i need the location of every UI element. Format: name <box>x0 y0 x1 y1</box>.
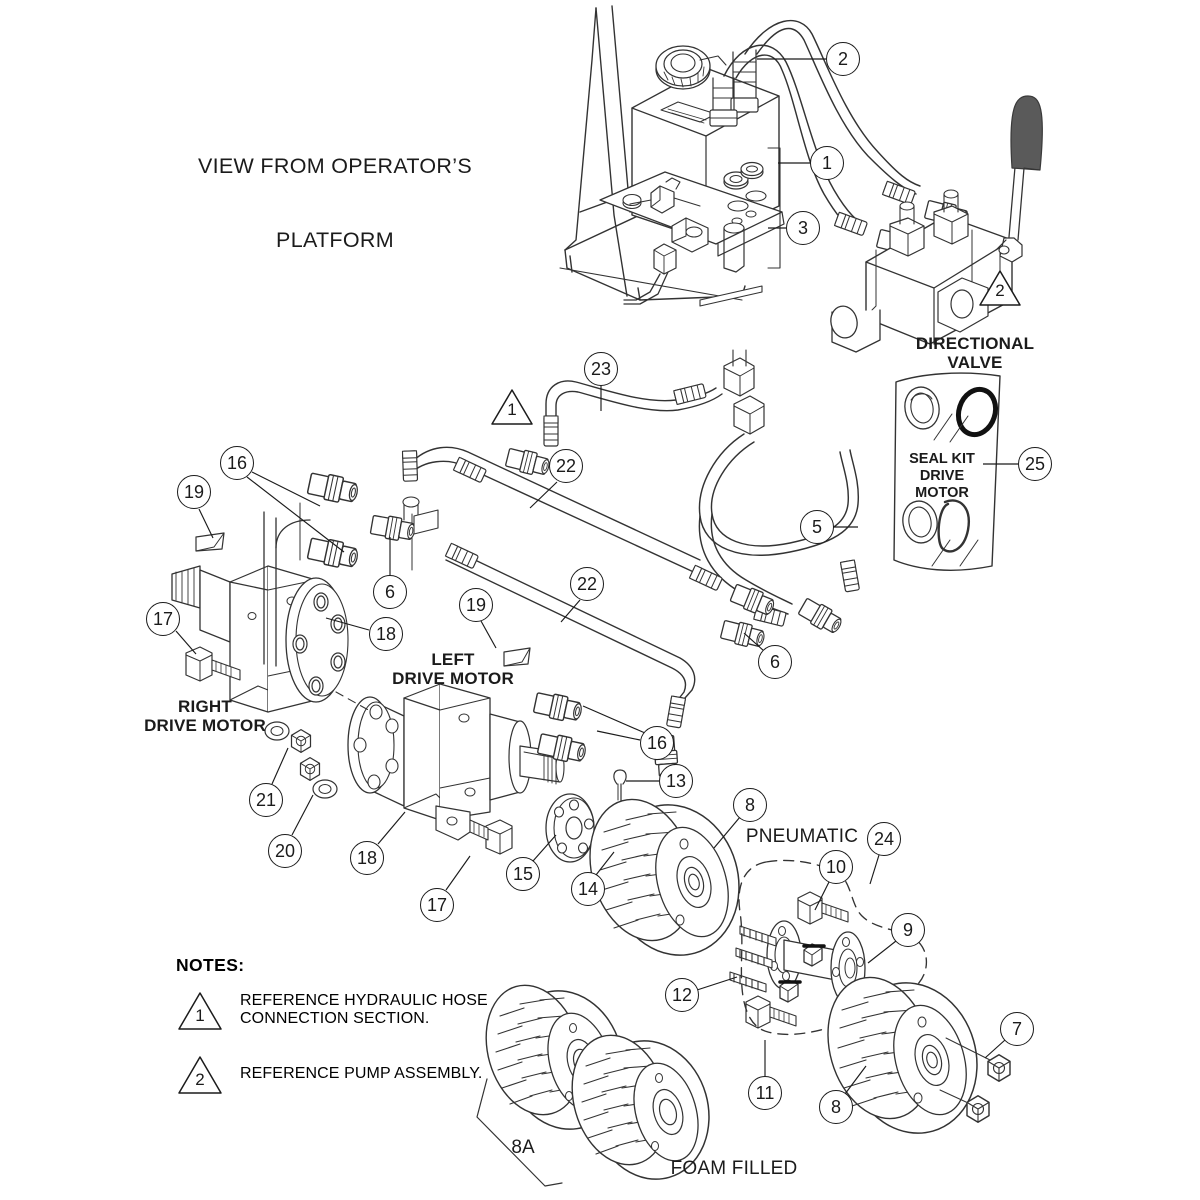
callout-14[interactable]: 14 <box>571 872 605 906</box>
callout-20[interactable]: 20 <box>268 834 302 868</box>
callout-13[interactable]: 13 <box>659 764 693 798</box>
callout-leader-21 <box>271 747 289 785</box>
note-triangle-2-icon: 2 <box>176 1054 224 1096</box>
callout-leader-20 <box>291 794 314 836</box>
callout-17[interactable]: 17 <box>420 888 454 922</box>
left-drive-motor-label-line-2: DRIVE MOTOR <box>392 669 514 689</box>
callout-leader-8 <box>844 1065 867 1095</box>
bracket-id-8a: 8A <box>511 1137 534 1159</box>
callout-8[interactable]: 8 <box>819 1090 853 1124</box>
callout-leader-10 <box>814 881 830 911</box>
callout-leader-16 <box>596 730 641 741</box>
callout-leader-14 <box>595 851 615 876</box>
callout-leader-19 <box>198 508 214 539</box>
bracket-id-8a-line-1: 8A <box>511 1137 535 1158</box>
right-drive-motor-label-line-2: DRIVE MOTOR <box>144 716 266 736</box>
note-flag-1-hose: 1 <box>489 387 535 427</box>
notes-heading: NOTES: <box>176 955 245 975</box>
callout-leader-16 <box>246 476 345 553</box>
callout-leader-15 <box>532 834 557 862</box>
callout-18[interactable]: 18 <box>369 617 403 651</box>
seal-kit-label-line-3: MOTOR <box>915 485 969 502</box>
callout-15[interactable]: 15 <box>506 857 540 891</box>
callout-18[interactable]: 18 <box>350 841 384 875</box>
callout-9[interactable]: 9 <box>891 913 925 947</box>
callout-24[interactable]: 24 <box>867 822 901 856</box>
callout-leader-22 <box>529 481 558 509</box>
callout-leader-17 <box>445 855 471 891</box>
title-line-1: VIEW FROM OPERATOR’S <box>198 154 472 178</box>
callout-17[interactable]: 17 <box>146 602 180 636</box>
callout-22[interactable]: 22 <box>549 449 583 483</box>
seal-kit-label-line-1: SEAL KIT <box>909 451 975 467</box>
callout-25[interactable]: 25 <box>1018 447 1052 481</box>
callout-leader-24 <box>869 854 880 885</box>
left-drive-motor-label-line-1: LEFT <box>431 650 475 669</box>
callout-19[interactable]: 19 <box>459 588 493 622</box>
callout-leader-7 <box>984 1039 1006 1059</box>
directional-valve-label-line-2: VALVE <box>947 353 1003 373</box>
callout-leader-12 <box>696 976 738 991</box>
callout-leader-18 <box>325 617 370 631</box>
pneumatic-label-line-1: PNEUMATIC <box>745 826 859 847</box>
right-drive-motor-label-line-1: RIGHT <box>178 697 232 716</box>
callout-19[interactable]: 19 <box>177 475 211 509</box>
note-flag-1-hose-number: 1 <box>507 400 517 419</box>
foam-filled-label: FOAM FILLED <box>671 1158 798 1180</box>
callout-leader-6 <box>743 632 765 652</box>
callout-leader-22 <box>560 599 581 623</box>
callout-leader-16 <box>582 705 646 734</box>
callout-leader-9 <box>867 940 897 964</box>
callout-leader-8 <box>713 816 741 849</box>
callout-21[interactable]: 21 <box>249 783 283 817</box>
directional-valve-label-line-1: DIRECTIONAL <box>915 334 1035 353</box>
title-line-2: PLATFORM <box>276 227 394 252</box>
note-flag-2-valve-number: 2 <box>995 281 1005 300</box>
callout-11[interactable]: 11 <box>748 1076 782 1110</box>
callout-leader-18 <box>377 811 406 845</box>
callout-3[interactable]: 3 <box>786 211 820 245</box>
callout-2[interactable]: 2 <box>826 42 860 76</box>
callout-leader-17 <box>175 630 197 655</box>
callout-7[interactable]: 7 <box>1000 1012 1034 1046</box>
callout-12[interactable]: 12 <box>665 978 699 1012</box>
callout-leader-19 <box>480 620 497 649</box>
callout-8[interactable]: 8 <box>733 788 767 822</box>
callout-leader-16 <box>251 471 321 507</box>
note-text-2: REFERENCE PUMP ASSEMBLY. <box>240 1065 483 1082</box>
callout-16[interactable]: 16 <box>220 446 254 480</box>
callout-6[interactable]: 6 <box>373 575 407 609</box>
callout-5[interactable]: 5 <box>800 510 834 544</box>
callout-23[interactable]: 23 <box>584 352 618 386</box>
callout-16[interactable]: 16 <box>640 726 674 760</box>
callout-1[interactable]: 1 <box>810 146 844 180</box>
callout-22[interactable]: 22 <box>570 567 604 601</box>
note-flag-2-valve: 2 <box>977 268 1023 308</box>
page-title: VIEW FROM OPERATOR’S PLATFORM <box>198 105 472 301</box>
seal-kit-label-line-2: DRIVE <box>919 468 965 485</box>
pneumatic-label: PNEUMATIC <box>746 826 858 848</box>
callout-6[interactable]: 6 <box>758 645 792 679</box>
foam-filled-label-line-1: FOAM FILLED <box>670 1158 798 1179</box>
note-triangle-1-icon: 1 <box>176 990 224 1032</box>
note-item-2: 2 REFERENCE PUMP ASSEMBLY. <box>176 1054 488 1096</box>
callout-10[interactable]: 10 <box>819 850 853 884</box>
